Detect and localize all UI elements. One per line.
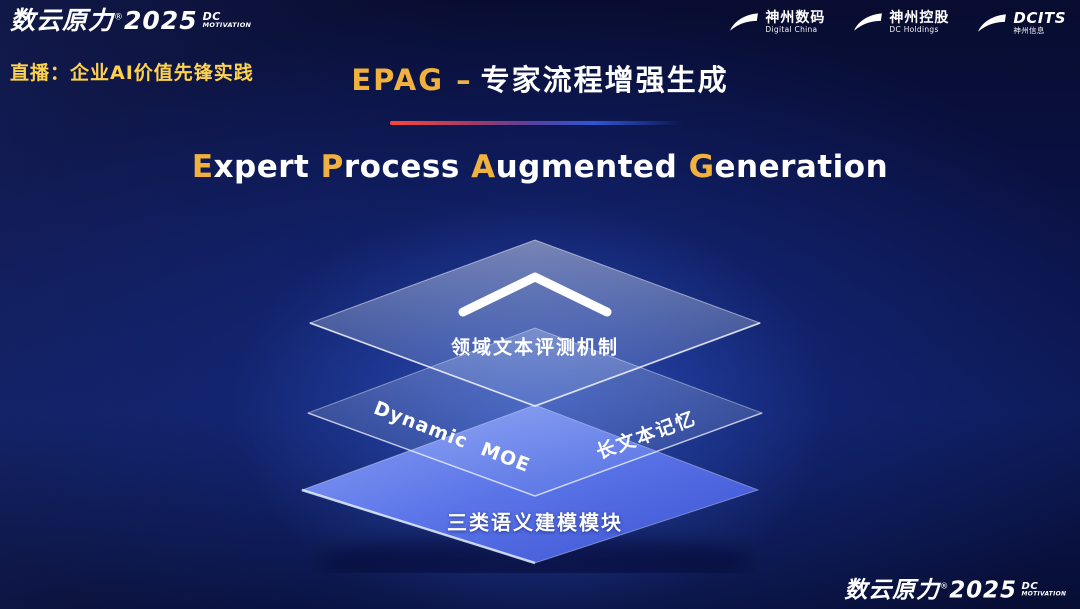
brand-name: 数云原力 bbox=[844, 576, 940, 603]
gradient-divider bbox=[390, 121, 682, 125]
dcits-swoosh-icon bbox=[978, 14, 1007, 32]
subtitle-word-eneration: eneration bbox=[714, 149, 889, 185]
footer-brand-wordmark: 数云原力®2025 bbox=[844, 578, 1017, 601]
registered-mark-icon: ® bbox=[939, 582, 949, 592]
registered-mark-icon: ® bbox=[114, 12, 125, 23]
bottom-layer-label: 三类语义建模模块 bbox=[447, 510, 623, 535]
partner-subname: DC Holdings bbox=[889, 25, 939, 35]
brand-tag-motivation: MOTIVATION bbox=[1021, 589, 1066, 598]
middle-layer-edge-highlight bbox=[307, 412, 763, 497]
dcits-logo: DCITS 神州信息 bbox=[977, 9, 1066, 36]
partner-subname: Digital China bbox=[765, 25, 818, 35]
footer-brand-tagline: DC MOTIVATION bbox=[1021, 581, 1066, 597]
brand-logo: 数云原力®2025 DC MOTIVATION bbox=[10, 8, 251, 33]
bottom-layer-edge-highlight bbox=[301, 488, 536, 565]
brand-tagline: DC MOTIVATION bbox=[203, 11, 252, 29]
brand-wordmark: 数云原力®2025 bbox=[10, 8, 198, 33]
partner-name: DCITS bbox=[1013, 9, 1066, 27]
chevron-up-icon bbox=[458, 272, 612, 317]
top-layer-shape bbox=[308, 239, 762, 407]
subtitle: Expert Process Augmented Generation bbox=[0, 149, 1080, 185]
digital-china-logo: 神州数码 Digital China bbox=[729, 10, 825, 35]
brand-year: 2025 bbox=[124, 6, 198, 35]
subtitle-initial-a: A bbox=[471, 149, 496, 185]
partner-name: 神州控股 bbox=[889, 10, 950, 26]
title-highlight: EPAG – bbox=[351, 63, 473, 97]
dc-holdings-text: 神州控股 DC Holdings bbox=[889, 10, 949, 35]
dcits-text: DCITS 神州信息 bbox=[1013, 9, 1066, 36]
top-layer-edge-highlight bbox=[309, 322, 761, 407]
partner-logos: 神州数码 Digital China 神州控股 DC Holdings DCIT… bbox=[729, 9, 1066, 36]
page-title: EPAG –专家流程增强生成 bbox=[0, 57, 1080, 99]
subtitle-initial-e: E bbox=[191, 149, 214, 185]
brand-tag-dc: DC bbox=[1021, 579, 1038, 592]
layer-stack-diagram bbox=[300, 239, 764, 573]
top-layer-label: 领域文本评测机制 bbox=[450, 336, 620, 359]
live-stream-label: 直播：企业AI价值先锋实践 bbox=[10, 62, 254, 84]
partner-name: 神州数码 bbox=[765, 10, 826, 26]
subtitle-initial-g: G bbox=[688, 149, 715, 185]
brand-year: 2025 bbox=[948, 576, 1017, 603]
digital-china-swoosh-icon bbox=[730, 13, 759, 31]
brand-tag-dc: DC bbox=[202, 10, 221, 23]
footer-brand-logo: 数云原力®2025 DC MOTIVATION bbox=[844, 578, 1066, 601]
dc-holdings-swoosh-icon bbox=[854, 13, 883, 31]
subtitle-word-ugmented: ugmented bbox=[495, 149, 689, 185]
dc-holdings-logo: 神州控股 DC Holdings bbox=[853, 10, 949, 35]
brand-name: 数云原力 bbox=[10, 6, 115, 35]
title-rest: 专家流程增强生成 bbox=[480, 63, 729, 97]
subtitle-word-xpert: xpert bbox=[213, 149, 321, 185]
brand-tag-motivation: MOTIVATION bbox=[202, 21, 252, 29]
digital-china-text: 神州数码 Digital China bbox=[765, 10, 825, 35]
partner-subname: 神州信息 bbox=[1013, 26, 1045, 36]
subtitle-initial-p: P bbox=[320, 149, 344, 185]
subtitle-word-rocess: rocess bbox=[343, 149, 472, 185]
